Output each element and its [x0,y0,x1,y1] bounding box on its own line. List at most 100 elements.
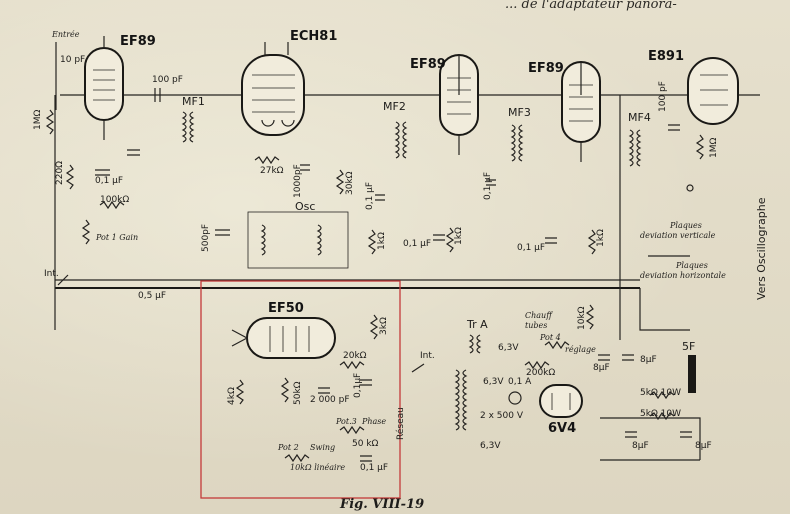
tube-ef89-3: EF89 [528,61,601,162]
label-pot3: Pot.3 [335,417,357,426]
label-c8c: 8μF [632,441,649,451]
label-c2000pf: 2 000 pF [310,395,350,405]
label-r5k10w-a: 5kΩ 10W [640,388,681,398]
tube-ef50: EF50 [231,301,336,359]
choke-5f [688,355,696,393]
capacitor-01b [375,194,385,201]
label-osc: Osc [295,200,315,213]
label-deviation-h: deviation horizontale [640,271,726,280]
capacitor-01c [433,234,445,241]
label-phase: Phase [361,417,386,426]
label-r30k: 30kΩ [345,171,355,195]
label-c8d: 8μF [695,441,712,451]
resistor-220 [65,164,75,190]
figure-caption: Fig. VIII-19 [339,497,424,512]
resistor-10k [585,304,595,330]
label-r27k: 27kΩ [260,166,284,176]
transformer-mf1: MF1 [181,95,205,143]
capacitor-100pf-r [668,124,680,131]
label-c8a: 8μF [593,363,610,373]
resistor-1kc [587,229,597,255]
main-rails [54,94,760,340]
label-c10pf: 10 pF [60,55,85,65]
capacitor-01e [545,237,557,244]
transformer-mf4: MF4 [628,111,651,167]
capacitor-8b [622,354,634,361]
label-plaques-v: Plaques [669,221,702,230]
resistor-1m-r [695,134,705,160]
label-r200k: 200kΩ [526,368,555,378]
label-vers-osc: Vers Oscillographe [755,197,768,300]
label-sf: 5F [682,340,695,353]
label-r100k: 100kΩ [100,195,129,205]
label-r10k: 10kΩ [577,306,587,330]
terminal-vertical [686,184,694,192]
switch-1 [57,274,69,286]
supply-wires [600,417,701,461]
transformer-mf3: MF3 [508,106,531,162]
label-lineaire: 10kΩ linéaire [290,463,345,472]
label-c100pf: 100 pF [152,75,183,85]
resistor-50k [280,377,290,403]
label-c05: 0,5 μF [138,291,166,301]
pot1-body [81,219,91,245]
label-c100pf-r: 100 pF [658,81,668,112]
resistor-200k [524,360,550,370]
label-r220: 220Ω [55,161,65,185]
label-mf2: MF2 [383,100,406,113]
pot3-body [339,425,365,435]
tube-6v4: 6V4 [539,384,583,436]
label-pot4: Pot 4 [539,333,561,342]
capacitor-01d [486,179,496,186]
label-pot1: Pot 1 Gain [95,233,138,242]
label-entree: Entrée [51,30,80,39]
capacitor-2000pf [318,387,330,394]
capacitor-01f [360,379,372,386]
resistor-20k [339,360,365,370]
resistor-27k [254,155,280,165]
resistor-1kb [445,227,455,253]
resistor-1m [45,109,55,135]
resistor-5k10w-a [649,390,675,400]
label-reseau: Réseau [395,407,406,440]
resistor-30k [335,169,345,195]
label-r1kc: 1kΩ [596,229,606,247]
label-c8b: 8μF [640,355,657,365]
label-swing: Swing [310,443,335,452]
label-reglage: réglage [565,345,596,354]
label-pot2: Pot 2 [277,443,299,452]
capacitor-c05 [127,149,140,156]
resistor-5k10w-b [649,411,675,421]
capacitor-8a [598,354,610,361]
oscillator-coil: Osc [247,200,349,269]
pot4-body [544,340,570,350]
label-c01e: 0,1 μF [517,243,545,253]
label-r20k: 20kΩ [343,351,367,361]
label-v63c: 6,3V [480,441,501,451]
label-c500pf: 500pF [201,224,211,252]
label-r1m-r: 1MΩ [709,138,719,158]
label-c1000pf: 1000pF [293,164,303,198]
capacitor-01a [95,169,110,176]
tube-label-ech81: ECH81 [290,29,337,44]
label-r3k: 3kΩ [379,317,389,335]
label-c01a: 0,1 μF [95,176,123,186]
label-c01c: 0,1 μF [403,239,431,249]
label-r1m: 1MΩ [33,110,43,130]
resistor-100k [99,200,125,210]
tube-ech81: ECH81 [241,29,337,136]
tube-label-ef89-3: EF89 [528,61,564,76]
resistor-4k [235,379,245,405]
power-transformer [454,369,468,431]
highlight-box [200,280,401,499]
label-v500: 2 x 500 V [480,411,524,421]
tube-label-ef89-1: EF89 [120,34,156,49]
tube-ef89-1: EF89 [84,34,156,140]
capacitor-1000pf [300,164,310,171]
label-r1kb: 1kΩ [454,227,464,245]
pot2-body [284,453,310,463]
label-chauff: Chauff [525,311,553,320]
lamp-indicator [508,391,522,405]
capacitor-8c [625,431,637,438]
